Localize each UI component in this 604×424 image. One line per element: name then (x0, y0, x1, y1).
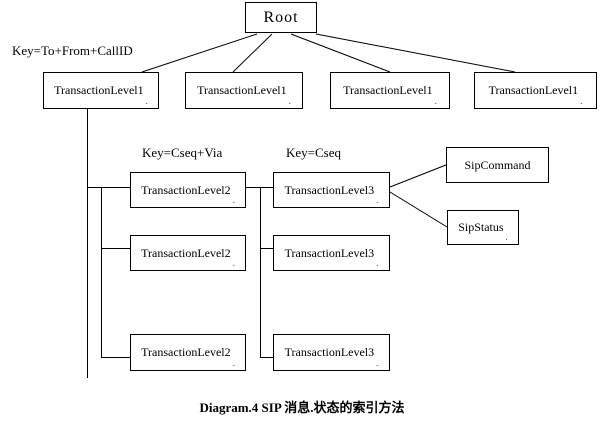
node-label: TransactionLevel1 (54, 83, 144, 97)
key-label-level3: Key=Cseq (286, 145, 341, 160)
node-sip-status: SipStatus. (447, 210, 519, 245)
node-transaction-level1-2: TransactionLevel1. (185, 72, 303, 109)
connector-vertical-level2-branch (101, 187, 102, 357)
connector-horizontal-level3-1 (246, 187, 273, 188)
node-transaction-level2-2: TransactionLevel2. (130, 235, 246, 271)
node-label: TransactionLevel2 (141, 182, 231, 197)
trailing-mark: . (232, 194, 235, 205)
trailing-mark: . (232, 257, 235, 268)
connector-horizontal-level3-3 (260, 357, 273, 358)
connector-vertical-level3-branch (260, 187, 261, 357)
node-label: TransactionLevel1 (343, 83, 433, 97)
node-label: TransactionLevel1 (197, 83, 287, 97)
node-label: TransactionLevel3 (284, 182, 375, 197)
connector-vertical-main-spine (87, 109, 88, 378)
trailing-mark: . (434, 95, 437, 106)
connector-horizontal-level2-2 (101, 248, 130, 249)
node-label: TransactionLevel2 (141, 245, 231, 260)
trailing-mark: . (376, 257, 379, 268)
node-transaction-level3-1: TransactionLevel3. (273, 172, 390, 208)
node-transaction-level2-1: TransactionLevel2. (130, 172, 246, 208)
key-label-level2: Key=Cseq+Via (142, 145, 223, 160)
key-label-level1: Key=To+From+CallID (12, 43, 133, 58)
connector-root-to-level1-4 (315, 33, 516, 73)
trailing-mark: . (232, 357, 235, 368)
node-label: TransactionLevel3 (284, 345, 375, 359)
node-transaction-level2-3: TransactionLevel2. (130, 334, 246, 371)
trailing-mark: . (376, 357, 379, 368)
node-transaction-level1-4: TransactionLevel1. (474, 72, 597, 109)
connector-root-to-level1-3 (290, 33, 391, 73)
trailing-mark: . (288, 95, 291, 106)
connector-horizontal-level3-2 (260, 248, 273, 249)
connector-horizontal-level2-3 (101, 357, 130, 358)
diagram-caption: Diagram.4 SIP 消息.状态的索引方法 (199, 400, 405, 415)
node-transaction-level3-3: TransactionLevel3. (273, 334, 390, 371)
connector-level3-to-sipcommand (389, 164, 447, 188)
node-label: TransactionLevel2 (141, 345, 231, 359)
node-sip-command: SipCommand (446, 147, 549, 183)
connector-root-to-level1-1 (141, 33, 258, 73)
node-label: TransactionLevel1 (488, 83, 579, 97)
trailing-mark: . (376, 194, 379, 205)
connector-horizontal-level2-1 (87, 187, 130, 188)
node-label: TransactionLevel3 (284, 245, 375, 260)
node-root: Root (245, 2, 317, 33)
node-label: SipStatus (458, 220, 504, 234)
trailing-mark: . (505, 231, 508, 242)
node-transaction-level1-3: TransactionLevel1. (330, 72, 450, 109)
trailing-mark: . (580, 95, 583, 106)
node-label: SipCommand (464, 157, 531, 172)
node-root-label: Root (263, 8, 299, 26)
trailing-mark: . (145, 95, 148, 106)
node-transaction-level3-2: TransactionLevel3. (273, 235, 390, 271)
node-transaction-level1-1: TransactionLevel1. (43, 72, 159, 109)
connector-level3-to-sipstatus (389, 191, 448, 228)
connector-root-to-level1-2 (232, 33, 273, 73)
